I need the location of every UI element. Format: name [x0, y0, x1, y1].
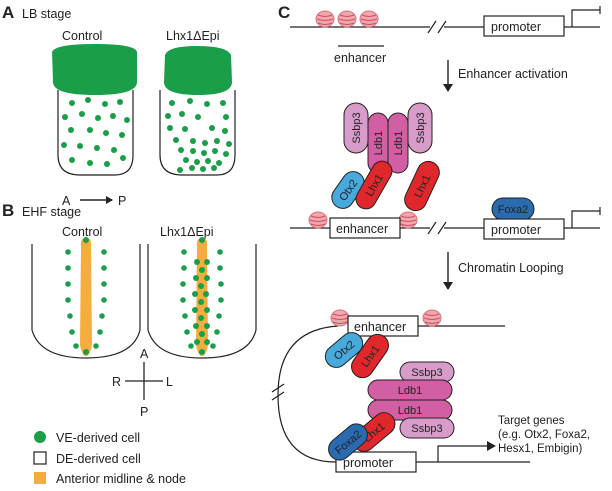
- panel-c-letter: C: [278, 3, 290, 22]
- lb-axis-arrowhead: [106, 196, 113, 204]
- lb-mutant-ve-cells: [165, 98, 232, 173]
- promoter-box-3: [335, 451, 417, 473]
- compass-right: R: [112, 375, 121, 389]
- lb-control-embryo: [52, 44, 137, 176]
- ssbp3-right: [407, 102, 433, 154]
- panel-b-title: EHF stage: [22, 205, 81, 219]
- compass-posterior: P: [140, 405, 148, 419]
- tss-arrow-1: [571, 9, 600, 27]
- enhancer-label-1: enhancer: [334, 51, 386, 65]
- panel-a-mutant-label: Lhx1ΔEpi: [166, 29, 220, 43]
- promoter-box-2: [483, 218, 565, 240]
- nucleosome: [337, 10, 357, 28]
- target-genes-line-2: (e.g. Otx2, Foxa2,: [498, 429, 590, 441]
- legend-de-label: DE-derived cell: [56, 452, 141, 466]
- step-arrow-1: [443, 84, 453, 92]
- step-arrow-2: [443, 282, 453, 290]
- nucleosome: [315, 10, 335, 28]
- panel-b-control-label: Control: [62, 225, 102, 239]
- ehf-control-embryo: [31, 237, 141, 359]
- dna-looped: enhancer promoter Target genes (e.g. Otx…: [271, 309, 590, 473]
- legend-midline-label: Anterior midline & node: [56, 472, 186, 486]
- nucleosome: [398, 211, 418, 229]
- nucleosome: [308, 211, 328, 229]
- legend-ve-swatch: [34, 431, 46, 443]
- promoter-box-1: [483, 15, 565, 37]
- ldb1-left-label: Ldb1: [373, 131, 385, 155]
- tss-arrow-3: [437, 445, 490, 462]
- enhancer-box-2: [329, 217, 401, 239]
- dna-inactive: promoter enhancer: [290, 6, 601, 65]
- enhancer-label-2: enhancer: [336, 222, 388, 236]
- promoter-label-1: promoter: [491, 20, 541, 34]
- ssbp3-top-label: Ssbp3: [411, 367, 442, 379]
- nucleosome: [359, 10, 379, 28]
- ldb1-right-label: Ldb1: [393, 131, 405, 155]
- complex-looping: Otx2 Lhx1 Ssbp3 Ldb1 Ldb1 Ssbp3 Lhx1 Fox…: [324, 332, 455, 461]
- nucleosome: [330, 309, 350, 327]
- ssbp3-right-label: Ssbp3: [415, 112, 427, 143]
- legend-de-swatch: [33, 451, 47, 465]
- panel-b: B EHF stage Control Lhx1ΔEpi: [2, 201, 257, 486]
- compass: A P R L: [112, 347, 173, 419]
- ldb1-top-label: Ldb1: [398, 385, 422, 397]
- panel-a-control-label: Control: [62, 29, 102, 43]
- legend-ve-label: VE-derived cell: [56, 431, 140, 445]
- complex-activation: Ssbp3 Ldb1 Ldb1 Ssbp3 Otx2 Lhx1 Lhx1: [331, 102, 440, 212]
- legend-midline-swatch: [34, 472, 46, 484]
- promoter-label-3: promoter: [343, 456, 393, 470]
- tss-arrow-2: [571, 210, 600, 228]
- lb-axis-posterior: P: [118, 194, 126, 208]
- compass-left: L: [166, 375, 173, 389]
- lb-axis-anterior: A: [62, 194, 71, 208]
- step1-label: Enhancer activation: [458, 67, 568, 81]
- dna-active: enhancer Foxa2 promoter: [290, 197, 601, 240]
- lb-mutant-embryo: [159, 46, 236, 176]
- panel-c: C promoter enhancer Enhancer activation …: [271, 3, 601, 473]
- ehf-control-ve-cells: [65, 237, 107, 355]
- foxa2-label-1: Foxa2: [498, 204, 529, 216]
- ssbp3-bottom-label: Ssbp3: [411, 423, 442, 435]
- panel-a-title: LB stage: [22, 7, 71, 21]
- ssbp3-left-label: Ssbp3: [351, 112, 363, 143]
- ssbp3-bottom: [399, 417, 455, 439]
- lb-control-epiblast: [52, 44, 137, 95]
- ldb1-bottom-label: Ldb1: [398, 405, 422, 417]
- target-genes-line-3: Hesx1, Embigin): [498, 443, 583, 455]
- enhancer-label-3: enhancer: [354, 320, 406, 334]
- nucleosome: [422, 309, 442, 327]
- lb-mutant-epiblast: [164, 46, 232, 95]
- ehf-mutant-ve-cells: [180, 237, 224, 355]
- panel-a: A LB stage Control Lhx1ΔEpi: [2, 3, 236, 208]
- ehf-mutant-embryo: [147, 237, 257, 359]
- lb-control-ve-cells: [61, 97, 130, 167]
- legend: VE-derived cell DE-derived cell Anterior…: [33, 431, 186, 486]
- target-genes-line-1: Target genes: [498, 415, 565, 427]
- compass-anterior: A: [140, 347, 149, 361]
- panel-a-letter: A: [2, 3, 14, 22]
- panel-b-letter: B: [2, 201, 14, 220]
- ehf-control-midline: [80, 238, 92, 356]
- ehf-mutant-midline: [196, 238, 208, 356]
- step2-label: Chromatin Looping: [458, 261, 564, 275]
- promoter-label-2: promoter: [491, 223, 541, 237]
- panel-b-mutant-label: Lhx1ΔEpi: [160, 225, 214, 239]
